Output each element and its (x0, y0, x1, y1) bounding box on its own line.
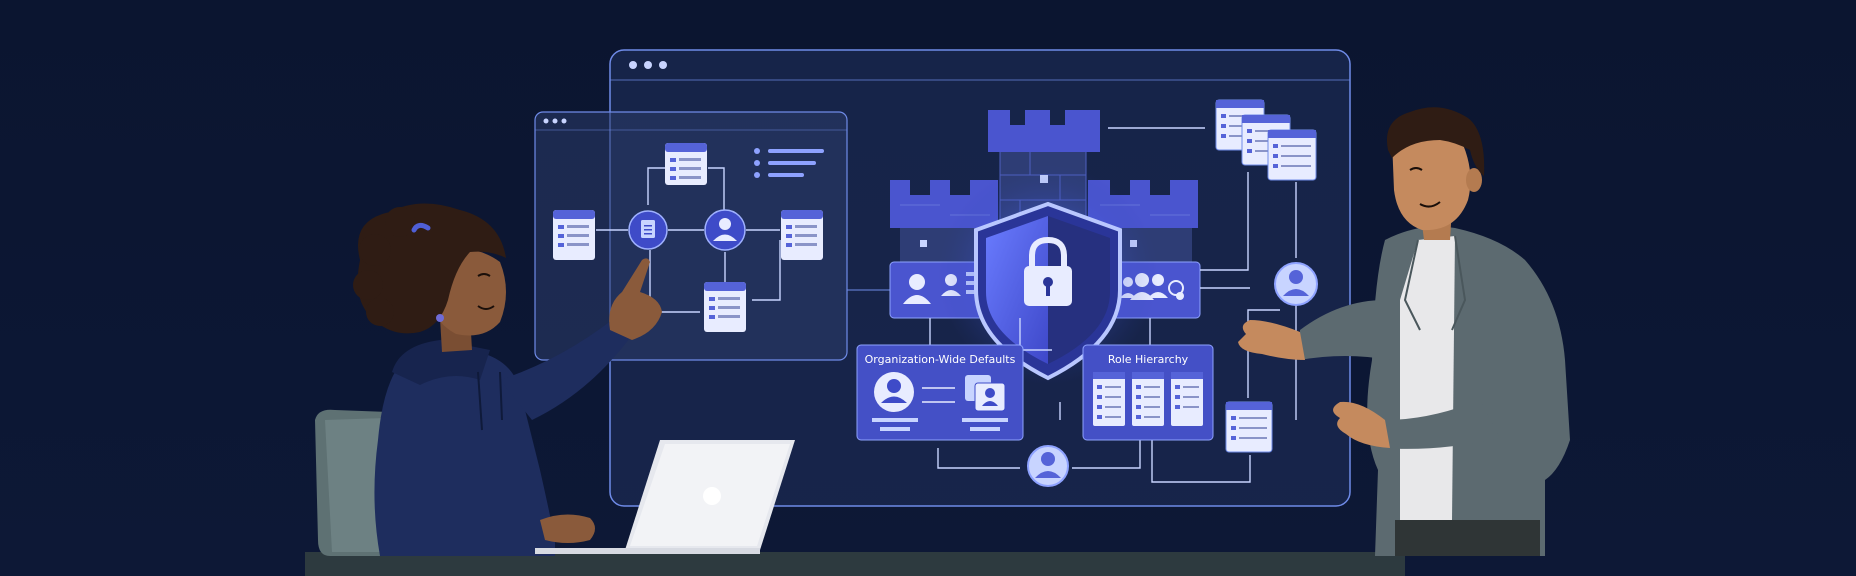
window-dot (629, 61, 637, 69)
window-dot (644, 61, 652, 69)
legend (754, 148, 824, 178)
user-icon (1274, 262, 1318, 306)
document-icon (665, 143, 707, 185)
org-defaults-label: Organization-Wide Defaults (865, 353, 1016, 366)
chair (315, 409, 392, 556)
document-icon (553, 210, 595, 260)
role-hierarchy-label: Role Hierarchy (1108, 353, 1189, 366)
lock-icon (1024, 236, 1072, 306)
org-defaults-panel: Organization-Wide Defaults (856, 344, 1024, 441)
man-figure (1238, 107, 1570, 556)
document-icon (781, 210, 823, 260)
document-stack-icon (1215, 99, 1317, 181)
user-icon (874, 372, 914, 412)
window-dot (659, 61, 667, 69)
flow-window (534, 111, 848, 361)
user-icon (1027, 445, 1069, 487)
laptop-icon (535, 440, 795, 554)
document-icon (1225, 401, 1273, 453)
woman-figure (353, 203, 662, 556)
document-icon (704, 282, 746, 332)
user-icon (704, 209, 746, 251)
document-node-icon (628, 210, 668, 250)
group-icon (965, 375, 1006, 412)
role-hierarchy-panel: Role Hierarchy (1082, 344, 1214, 441)
